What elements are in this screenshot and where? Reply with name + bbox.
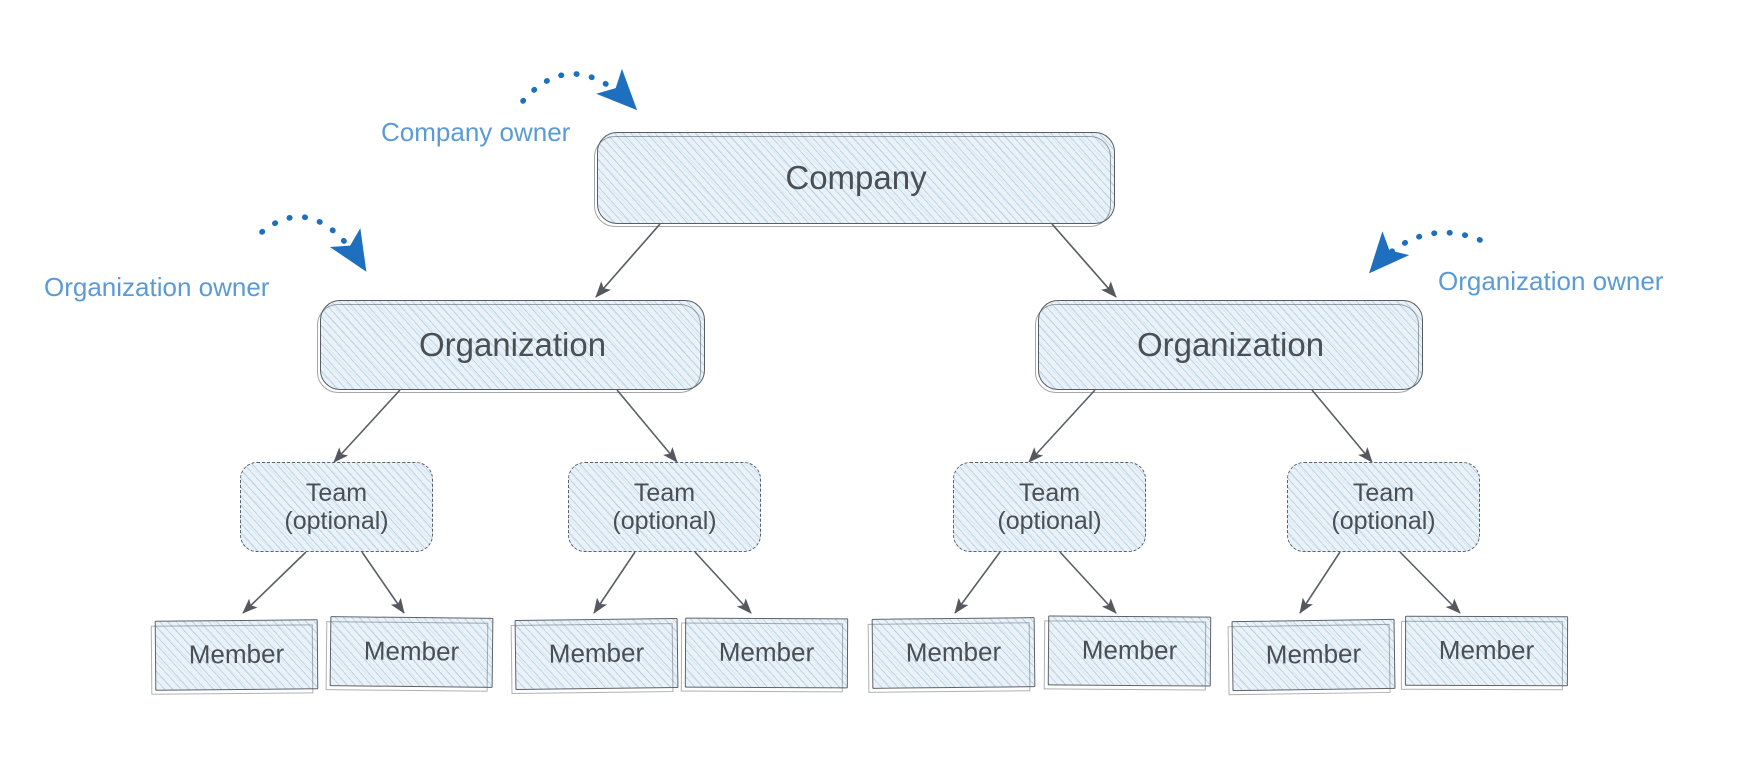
annotation-label-organization-owner-left: Organization owner [44,272,270,302]
node-team-2[interactable]: Team (optional) [568,462,761,552]
node-company[interactable]: Company [594,132,1115,227]
node-member-5[interactable]: Member [871,617,1036,689]
annotation-label-organization-owner-right: Organization owner [1438,266,1664,296]
node-member-7[interactable]: Member [1231,618,1396,692]
node-member-8[interactable]: Member [1404,615,1569,687]
node-team-4-label: Team (optional) [1331,479,1436,535]
edge-group-company-to-organizations [595,223,1117,298]
edge-team-2-member-3 [593,551,636,614]
edge-organization-left-team-2 [616,389,678,463]
annotation-label-company-owner: Company owner [381,117,571,147]
node-member-2[interactable]: Member [329,616,494,688]
node-team-1[interactable]: Team (optional) [240,462,433,552]
node-team-3[interactable]: Team (optional) [953,462,1146,552]
edge-company-organization-right [1051,223,1117,298]
edge-team-3-member-5 [954,551,1001,614]
node-member-3[interactable]: Member [514,618,679,690]
node-member-3-label: Member [548,637,645,670]
annotation-arrow-company-owner [520,68,638,111]
node-member-1[interactable]: Member [154,619,319,691]
node-team-2-label: Team (optional) [612,479,717,535]
edge-organization-right-team-3 [1028,389,1096,463]
node-organization-right[interactable]: Organization [1035,300,1423,393]
node-organization-left-label: Organization [418,325,607,363]
node-organization-left[interactable]: Organization [317,300,705,393]
node-team-3-label: Team (optional) [997,479,1102,535]
node-member-2-label: Member [363,635,460,667]
node-member-5-label: Member [905,636,1002,668]
node-member-7-label: Member [1265,638,1362,671]
edge-company-organization-left [595,223,661,298]
node-member-4[interactable]: Member [684,617,849,689]
annotation-arrow-organization-owner-right [1369,229,1483,274]
node-company-label: Company [785,158,927,196]
edge-team-2-member-4 [694,551,752,614]
edge-team-4-member-7 [1299,551,1341,614]
edge-team-3-member-6 [1059,551,1117,614]
node-member-6-label: Member [1081,635,1178,666]
node-organization-right-label: Organization [1136,325,1325,363]
node-member-6[interactable]: Member [1047,615,1212,687]
edge-organization-right-team-4 [1311,389,1373,463]
edge-group-organizations-to-teams [333,389,1373,463]
node-member-1-label: Member [188,639,285,670]
edge-team-4-member-8 [1399,551,1461,614]
node-team-1-label: Team (optional) [284,479,389,535]
edge-team-1-member-2 [361,551,405,614]
node-member-4-label: Member [718,637,815,668]
edge-team-1-member-1 [242,551,307,614]
edge-group-teams-to-members [242,551,1461,614]
node-member-8-label: Member [1438,635,1535,666]
edge-organization-left-team-1 [333,389,401,463]
node-team-4[interactable]: Team (optional) [1287,462,1480,552]
annotation-arrow-organization-owner-left [259,214,367,272]
